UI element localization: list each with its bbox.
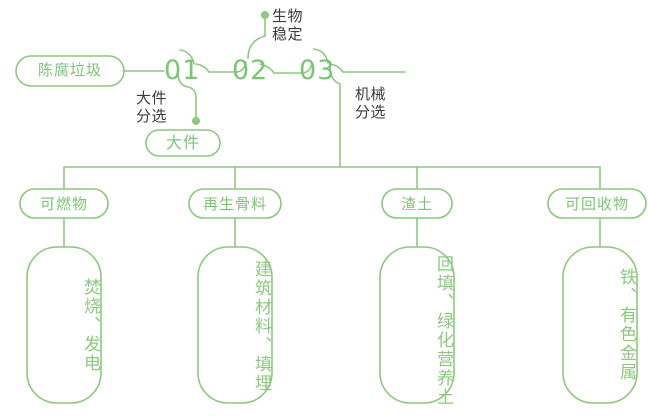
branch-stage-01-down bbox=[177, 72, 197, 123]
link-stage-02-to-03 bbox=[259, 63, 303, 74]
stage-03-process-label: 机械 分选 bbox=[355, 86, 387, 121]
usage-text-3: 回填、绿化营养土 bbox=[434, 255, 453, 407]
trunk-stage-03-down bbox=[329, 65, 341, 168]
usage-box-shape-4[interactable] bbox=[562, 246, 638, 404]
pill-shape-source[interactable] bbox=[15, 55, 125, 87]
usage-text-4: 铁、有色金属 bbox=[617, 268, 636, 382]
usage-box-shape-1[interactable] bbox=[26, 246, 102, 404]
stage-01-process-label: 大件 分选 bbox=[136, 90, 168, 125]
usage-text-2: 建筑材料、填埋 bbox=[252, 259, 271, 393]
arc-stage-03-top bbox=[313, 48, 329, 64]
link-stage-01-to-02 bbox=[195, 63, 237, 73]
usage-box-shape-2[interactable] bbox=[197, 246, 273, 404]
category-label-3: 渣土 bbox=[400, 196, 433, 213]
endpoint-dot-stage-01-down bbox=[192, 117, 200, 125]
category-label-2: 再生骨料 bbox=[202, 196, 267, 213]
endpoint-dot-stage-02-up bbox=[261, 11, 269, 19]
link-stage-03-terminal bbox=[329, 63, 406, 73]
branch-stage-02-up bbox=[247, 13, 266, 59]
stage-number-03: 03 bbox=[299, 55, 336, 86]
pill-shape-stage-01-output[interactable] bbox=[145, 129, 221, 157]
arc-stage-01-top bbox=[179, 49, 195, 65]
stage-02-process-label: 生物 稳定 bbox=[272, 8, 304, 43]
stage-number-02: 02 bbox=[232, 55, 269, 86]
source-pill-label: 陈腐垃圾 bbox=[37, 62, 102, 79]
pill-shape-category-2[interactable] bbox=[188, 188, 282, 219]
pill-shape-category-4[interactable] bbox=[547, 188, 647, 219]
arc-stage-03-left bbox=[301, 62, 313, 74]
stage-01-output-label: 大件 bbox=[165, 135, 200, 152]
usage-box-shape-3[interactable] bbox=[379, 246, 455, 404]
stage-number-01: 01 bbox=[164, 55, 201, 86]
usage-text-1: 焚烧、发电 bbox=[81, 277, 100, 373]
pill-shape-category-3[interactable] bbox=[381, 188, 453, 219]
category-label-4: 可回收物 bbox=[564, 196, 629, 213]
category-label-1: 可燃物 bbox=[39, 196, 88, 213]
arc-stage-02-left bbox=[235, 61, 247, 73]
pill-shape-category-1[interactable] bbox=[19, 188, 109, 219]
